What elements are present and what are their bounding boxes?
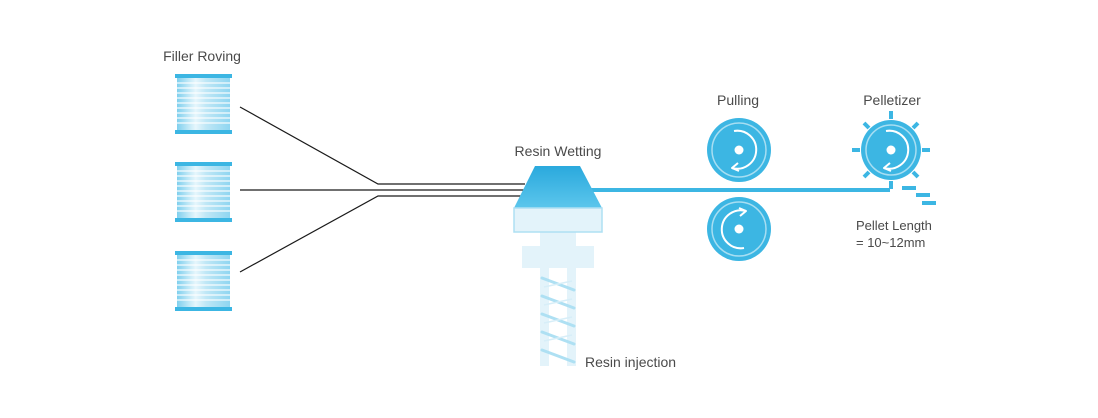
pellet-length-title: Pellet Length (856, 218, 932, 233)
pulling-roller-icon (706, 117, 772, 183)
filler-spool-icon (174, 161, 233, 223)
resin-wetting-label: Resin Wetting (514, 143, 602, 159)
pellet-length-label: Pellet Length = 10~12mm (856, 217, 932, 251)
filler-spool-icon (174, 73, 233, 135)
injection-screw-icon (522, 232, 594, 366)
resin-wetting-die (513, 166, 603, 233)
resin-injection-label: Resin injection (585, 354, 677, 370)
pelletizer-label: Pelletizer (863, 92, 921, 108)
cut-pellets (902, 186, 936, 205)
pelletizer-icon (852, 111, 930, 189)
fiber-lines (239, 106, 525, 273)
filler-roving-label: Filler Roving (163, 48, 241, 64)
pellet-length-value: = 10~12mm (856, 235, 926, 250)
filler-spool-icon (174, 250, 233, 312)
pulling-label: Pulling (716, 92, 760, 108)
impregnated-strand (590, 188, 890, 192)
pulling-roller-icon (706, 196, 772, 262)
